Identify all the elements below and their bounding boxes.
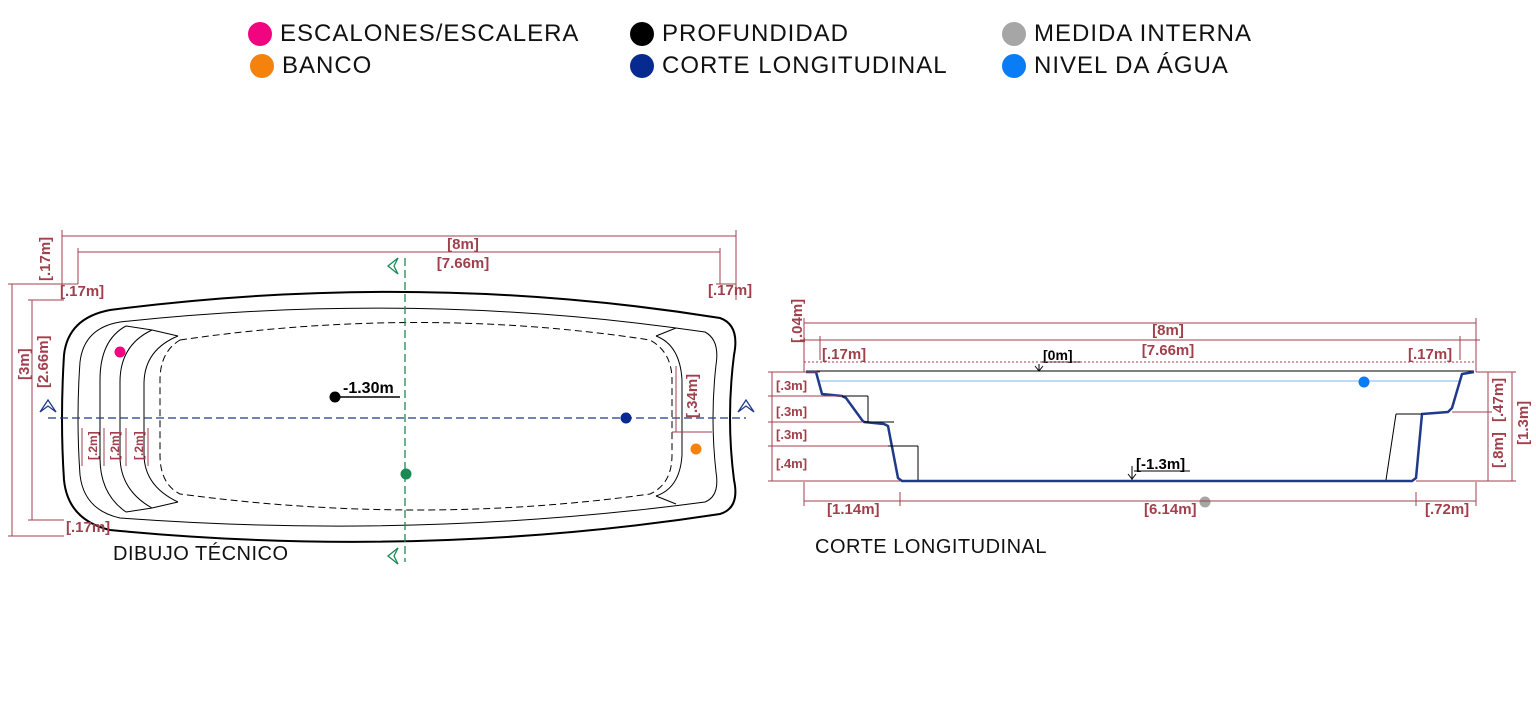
bench-marker: [690, 443, 702, 455]
section-arrow-right-icon: [737, 398, 755, 413]
water-marker: [1358, 376, 1370, 388]
section-step-h1: [.3m]: [776, 378, 807, 393]
plan-border-bottom: [.17m]: [66, 519, 110, 536]
internal-color-dot: [1002, 22, 1026, 46]
legend-item-bench: BANCO: [250, 52, 372, 80]
section-step-details: [842, 395, 1422, 481]
section-step-h4: [.4m]: [776, 456, 807, 471]
plan-overall-width: [3m]: [16, 348, 33, 380]
legend-item-internal: MEDIDA INTERNA: [1002, 20, 1252, 48]
cross-arrow-top-icon: [386, 257, 399, 275]
pool-floor-outline: [159, 322, 673, 511]
cross-marker: [400, 468, 412, 480]
legend-label: NIVEL DA ÁGUA: [1034, 52, 1229, 79]
section-edge-height: [.04m]: [789, 299, 806, 343]
section-dimension-lines: [768, 318, 1516, 506]
legend: ESCALONES/ESCALERA BANCO PROFUNDIDAD COR…: [0, 14, 1536, 84]
legend-item-water: NIVEL DA ÁGUA: [1002, 52, 1229, 80]
plan-view: -1.30m [8m] [7.: [8, 230, 755, 565]
section-marker: [620, 412, 632, 424]
pool-outer-outline: [61, 290, 737, 543]
plan-inner-width: [2.66m]: [35, 335, 52, 388]
plan-overall-length: [8m]: [447, 236, 479, 253]
section-border-right: [.17m]: [1408, 346, 1452, 363]
section-color-dot: [630, 54, 654, 78]
plan-inner-length: [7.66m]: [437, 255, 490, 272]
section-total-depth: [1.3m]: [1515, 401, 1532, 445]
legend-label: ESCALONES/ESCALERA: [280, 20, 580, 47]
pool-inner-rim: [77, 307, 718, 527]
depth-marker: [329, 391, 341, 403]
water-color-dot: [1002, 54, 1026, 78]
section-arrow-left-icon: [39, 398, 57, 413]
legend-item-section: CORTE LONGITUDINAL: [630, 52, 948, 80]
plan-bench: [655, 327, 683, 505]
section-steps-length: [1.14m]: [827, 501, 880, 518]
legend-label: CORTE LONGITUDINAL: [662, 52, 948, 79]
section-step-h2: [.3m]: [776, 404, 807, 419]
plan-caption: DIBUJO TÉCNICO: [113, 542, 289, 565]
plan-dimension-lines: [8, 230, 737, 537]
section-overall-length: [8m]: [1152, 322, 1184, 339]
section-inner-length: [7.66m]: [1142, 342, 1195, 359]
plan-border-left: [.17m]: [60, 283, 104, 300]
section-floor-length: [6.14m]: [1144, 501, 1197, 518]
section-step-h3: [.3m]: [776, 427, 807, 442]
bench-color-dot: [250, 54, 274, 78]
plan-border-top-left: [.17m]: [37, 237, 54, 281]
section-bench-length: [.72m]: [1425, 501, 1469, 518]
water-level-label: [0m]: [1043, 347, 1073, 363]
plan-steps: [99, 325, 179, 513]
plan-bench-width: [.34m]: [684, 374, 701, 418]
section-view: [0m] [-1.3m]: [768, 299, 1532, 558]
legend-item-depth: PROFUNDIDAD: [630, 20, 849, 48]
cross-arrow-bottom-icon: [386, 547, 399, 565]
plan-step-3: [.2m]: [132, 431, 146, 460]
depth-color-dot: [630, 22, 654, 46]
section-border-left: [.17m]: [822, 346, 866, 363]
depth-label: -1.30m: [343, 380, 394, 397]
section-below-bench: [.8m]: [1490, 432, 1507, 468]
internal-marker: [1199, 496, 1211, 508]
section-bench-depth: [.47m]: [1490, 378, 1507, 422]
floor-level-label: [-1.3m]: [1136, 456, 1185, 473]
legend-label: MEDIDA INTERNA: [1034, 20, 1253, 47]
plan-border-right: [.17m]: [708, 282, 752, 299]
section-caption: CORTE LONGITUDINAL: [815, 536, 1047, 558]
plan-step-1: [.2m]: [86, 431, 100, 460]
legend-label: BANCO: [282, 52, 373, 79]
steps-color-dot: [248, 22, 272, 46]
legend-item-steps: ESCALONES/ESCALERA: [248, 20, 579, 48]
plan-step-2: [.2m]: [108, 431, 122, 460]
legend-label: PROFUNDIDAD: [662, 20, 850, 47]
steps-marker: [114, 346, 126, 358]
